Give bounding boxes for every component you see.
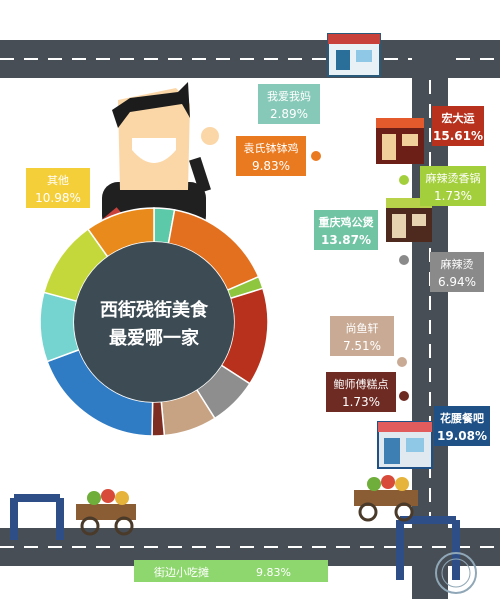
label-name: 宏大运 [442, 111, 475, 125]
data-label: 尚鱼轩 7.51% [330, 316, 407, 367]
label-dot [399, 175, 409, 185]
label-name: 重庆鸡公煲 [319, 215, 375, 229]
label-name: 花腰餐吧 [440, 411, 484, 425]
label-value: 15.61% [433, 129, 483, 143]
data-label: 鲍师傅糕点 1.73% [326, 372, 409, 412]
stamp-icon [435, 552, 477, 594]
label-name: 鲍师傅糕点 [334, 377, 389, 391]
label-value: 13.87% [321, 233, 371, 247]
label-value: 19.08% [437, 429, 487, 443]
label-value: 10.98% [35, 191, 81, 205]
label-box [330, 316, 394, 356]
data-label: 宏大运 15.61% [432, 106, 484, 146]
label-box [432, 106, 484, 146]
data-label: 我爱我妈 2.89% [258, 84, 320, 124]
food-cart-icon [76, 489, 136, 536]
label-box [326, 372, 396, 412]
label-value: 1.73% [434, 189, 472, 203]
pie-center [74, 242, 234, 402]
data-label: 麻辣烫香锅 1.73% [399, 166, 486, 206]
label-dot [399, 391, 409, 401]
label-box [236, 136, 306, 176]
pie-chart [39, 207, 269, 437]
label-box [26, 168, 90, 208]
road-bottom [0, 528, 500, 566]
chart-title-line-1: 西街残街美食 [100, 299, 209, 321]
label-name: 麻辣烫香锅 [426, 171, 481, 185]
shop-icon [386, 198, 432, 242]
data-label: 花腰餐吧 19.08% [434, 406, 490, 446]
label-value: 9.83% [252, 159, 290, 173]
label-value: 9.83% [256, 566, 291, 579]
label-box [258, 84, 320, 124]
shop-icon [327, 33, 381, 77]
data-label: 其他 10.98% [26, 168, 90, 208]
label-box [430, 252, 484, 292]
label-box [134, 560, 328, 582]
label-name: 尚鱼轩 [346, 321, 379, 335]
gate-icon [396, 516, 460, 580]
label-name: 麻辣烫 [441, 257, 474, 271]
label-value: 1.73% [342, 395, 380, 409]
label-dot [399, 255, 409, 265]
label-box [434, 406, 490, 446]
label-name: 其他 [47, 174, 69, 187]
label-value: 2.89% [270, 107, 308, 121]
chart-title-line-2: 最爱哪一家 [109, 327, 200, 349]
data-labels: 我爱我妈 2.89% 宏大运 15.61% 麻辣烫香锅 1.73% 重庆鸡公煲 13.87% 麻… [26, 84, 490, 582]
label-box [420, 166, 486, 206]
data-label: 袁氏钵钵鸡 9.83% [236, 136, 321, 176]
shop-icon [376, 118, 424, 164]
label-box [314, 210, 378, 250]
gate-icon [10, 494, 64, 540]
food-cart-icon [354, 475, 418, 522]
data-label: 麻辣烫 6.94% [399, 252, 484, 292]
label-name: 街边小吃摊 [154, 565, 209, 579]
label-name: 袁氏钵钵鸡 [244, 141, 299, 155]
data-label: 街边小吃摊 9.83% [134, 560, 328, 582]
label-value: 6.94% [438, 275, 476, 289]
data-label: 重庆鸡公煲 13.87% [314, 210, 378, 250]
label-name: 我爱我妈 [267, 89, 311, 103]
shop-icon [377, 421, 433, 469]
label-dot [311, 151, 321, 161]
label-dot [397, 357, 407, 367]
label-value: 7.51% [343, 339, 381, 353]
pie-slice [39, 291, 80, 363]
